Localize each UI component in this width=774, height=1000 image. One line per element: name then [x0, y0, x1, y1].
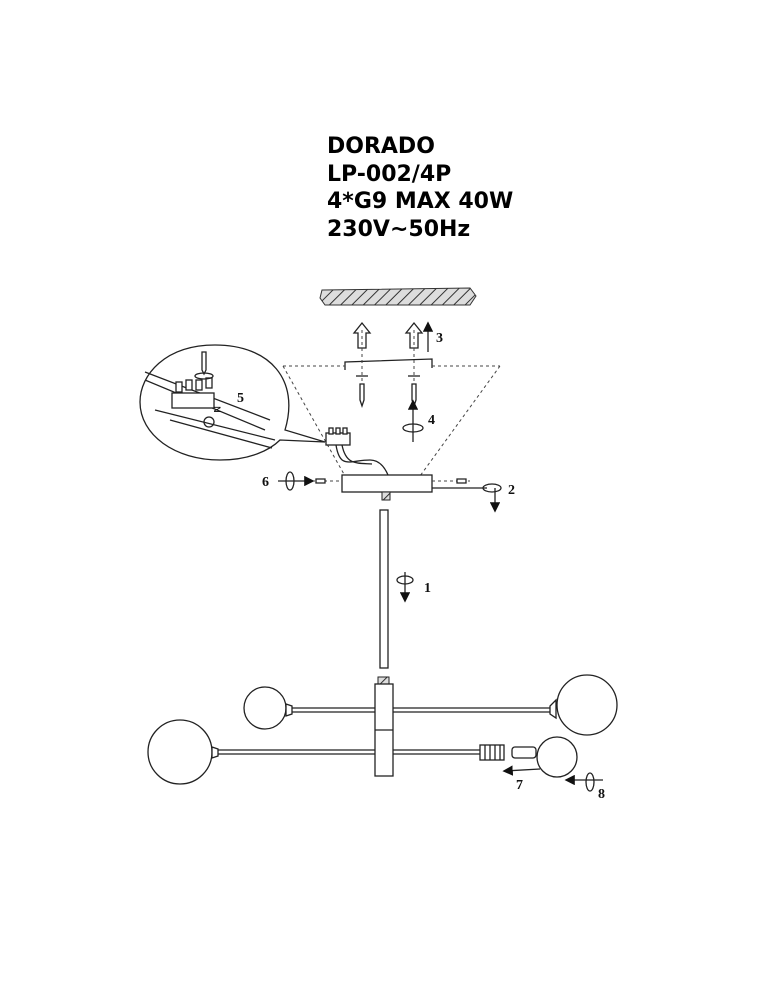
ceiling-hatch	[319, 287, 477, 306]
side-screw-left	[315, 478, 326, 484]
mounting-bracket	[344, 358, 433, 370]
step-7-label: 7	[516, 778, 523, 793]
lamp-socket	[479, 744, 505, 761]
wire	[335, 444, 389, 476]
terminal-block-detail: N	[144, 351, 276, 449]
step-5-label: 5	[237, 391, 244, 406]
rotate-icon	[402, 423, 424, 433]
step-3-label: 3	[436, 331, 443, 346]
globe-shade	[147, 719, 213, 785]
down-rod	[379, 509, 389, 669]
neutral-label: N	[211, 406, 221, 413]
globe-shade	[243, 686, 287, 730]
threaded-nipple	[381, 491, 391, 501]
wall-anchor-icon	[352, 321, 424, 349]
product-name: DORADO	[327, 134, 435, 159]
product-spec-heading: DORADO LP-002/4P 4*G9 MAX 40W 230V~50Hz	[327, 133, 513, 243]
step-6-label: 6	[262, 475, 269, 490]
step-2-label: 2	[508, 483, 515, 498]
voltage-spec: 230V~50Hz	[327, 216, 471, 242]
terminal-block	[325, 427, 351, 446]
product-model: LP-002/4P	[327, 161, 452, 187]
canopy	[341, 474, 433, 493]
globe-shade	[556, 674, 618, 736]
globe-shade	[536, 736, 578, 778]
screw-icon	[359, 383, 417, 409]
step-4-label: 4	[428, 413, 435, 428]
bulb-spec: 4*G9 MAX 40W	[327, 189, 514, 214]
step-7-arrow	[502, 765, 541, 776]
g9-bulb	[511, 746, 537, 759]
step-8-label: 8	[598, 787, 605, 802]
side-screw-right	[456, 478, 467, 484]
step-1-label: 1	[424, 581, 431, 596]
wiring-detail-callout	[139, 344, 326, 461]
light-fixture	[147, 674, 618, 785]
